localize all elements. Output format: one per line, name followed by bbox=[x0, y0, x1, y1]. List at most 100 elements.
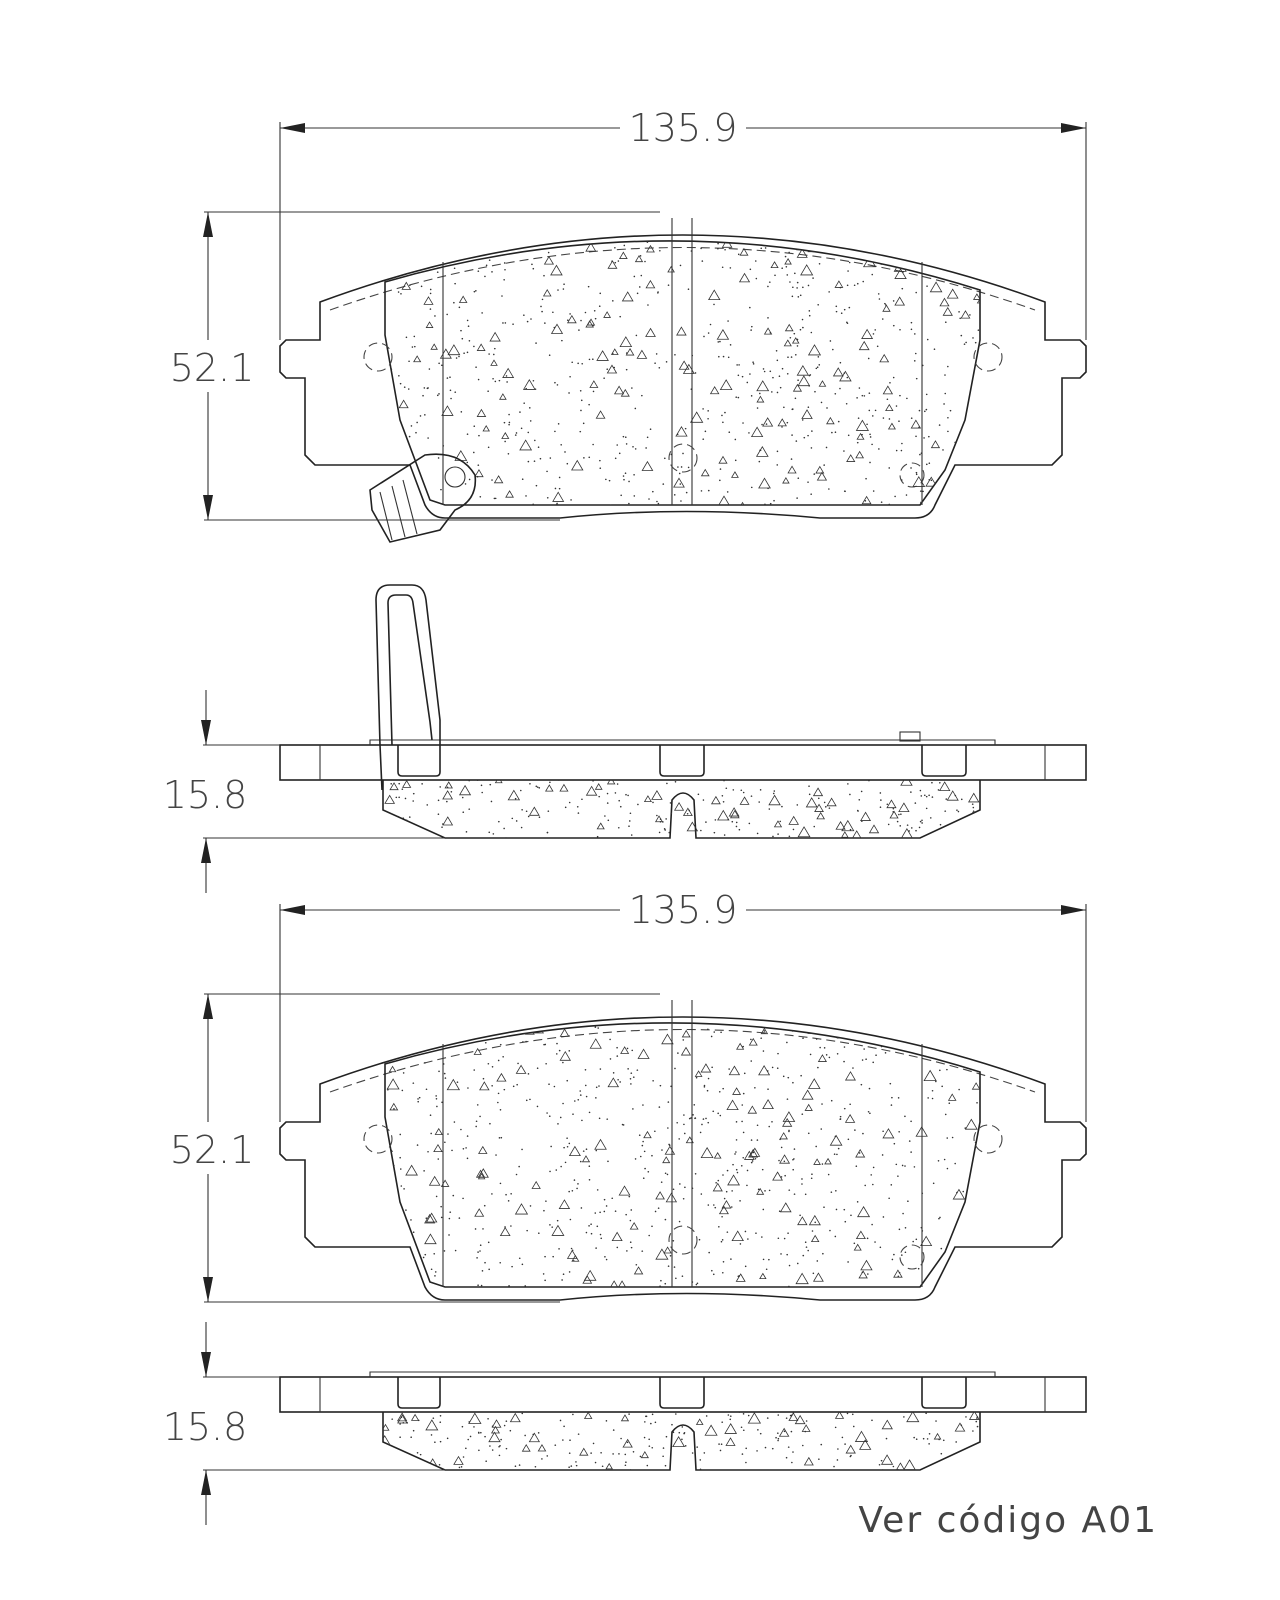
top-view-1: 135.9 52.1 bbox=[170, 106, 1087, 543]
texture-dot bbox=[792, 286, 794, 289]
texture-dot bbox=[746, 381, 749, 384]
texture-dot bbox=[401, 821, 403, 824]
texture-triangle bbox=[860, 811, 872, 821]
texture-dot bbox=[553, 1085, 556, 1088]
texture-dot bbox=[622, 475, 625, 477]
texture-dot bbox=[808, 374, 811, 377]
texture-dot bbox=[478, 434, 480, 437]
texture-dot bbox=[466, 319, 469, 322]
texture-dot bbox=[934, 488, 937, 490]
texture-dot bbox=[759, 449, 762, 452]
texture-dot bbox=[683, 1114, 685, 1116]
texture-triangle bbox=[559, 1050, 572, 1061]
texture-triangle bbox=[739, 247, 749, 256]
texture-triangle bbox=[512, 201, 520, 208]
texture-triangle bbox=[930, 196, 938, 203]
texture-dot bbox=[488, 353, 490, 355]
texture-dot bbox=[576, 1187, 578, 1190]
texture-dot bbox=[664, 1218, 667, 1221]
texture-dot bbox=[877, 293, 880, 295]
texture-dot bbox=[611, 1197, 614, 1200]
texture-dot bbox=[678, 1431, 681, 1434]
texture-dot bbox=[660, 1279, 662, 1282]
texture-dot bbox=[923, 437, 925, 439]
texture-dot bbox=[421, 783, 423, 785]
texture-dot bbox=[732, 789, 735, 791]
texture-dot bbox=[477, 1284, 479, 1287]
texture-dot bbox=[429, 292, 432, 295]
texture-dot bbox=[460, 1466, 463, 1468]
texture-dot bbox=[773, 499, 775, 502]
texture-dot bbox=[871, 443, 873, 446]
texture-dot bbox=[771, 391, 773, 393]
texture-triangle bbox=[686, 821, 699, 832]
texture-dot bbox=[467, 1438, 469, 1441]
texture-dot bbox=[562, 1273, 565, 1276]
texture-dot bbox=[980, 390, 982, 392]
texture-dot bbox=[882, 1130, 884, 1133]
texture-dot bbox=[646, 986, 648, 988]
texture-dot bbox=[405, 240, 407, 242]
texture-dot bbox=[437, 1158, 440, 1160]
texture-dot bbox=[536, 786, 539, 788]
texture-dot bbox=[503, 421, 506, 424]
texture-dot bbox=[443, 1072, 446, 1075]
texture-dot bbox=[629, 812, 632, 815]
texture-dot bbox=[810, 1177, 813, 1180]
texture-dot bbox=[439, 1440, 442, 1443]
texture-dot bbox=[651, 1446, 654, 1449]
texture-dot bbox=[938, 1217, 940, 1220]
texture-dot bbox=[910, 417, 913, 419]
texture-dot bbox=[750, 395, 753, 397]
texture-dot bbox=[503, 1088, 506, 1091]
texture-dot bbox=[508, 423, 510, 426]
texture-triangle bbox=[910, 419, 922, 429]
texture-dot bbox=[867, 199, 869, 201]
texture-triangle bbox=[458, 784, 472, 796]
texture-dot bbox=[756, 1450, 758, 1452]
texture-triangle bbox=[618, 251, 628, 259]
texture-dot bbox=[491, 1085, 493, 1087]
texture-triangle bbox=[537, 222, 546, 229]
texture-dot bbox=[646, 241, 649, 243]
texture-dot bbox=[592, 780, 594, 782]
texture-dot bbox=[757, 229, 759, 231]
texture-dot bbox=[731, 1190, 733, 1192]
texture-dot bbox=[675, 996, 677, 998]
texture-dot bbox=[849, 1103, 851, 1106]
texture-dot bbox=[915, 829, 917, 832]
texture-dot bbox=[852, 1067, 854, 1069]
texture-dot bbox=[707, 1077, 710, 1080]
texture-dot bbox=[802, 286, 804, 289]
texture-dot bbox=[433, 1288, 435, 1290]
texture-dot bbox=[681, 1438, 683, 1441]
texture-dot bbox=[572, 1413, 574, 1416]
texture-dot bbox=[543, 274, 545, 277]
texture-dot bbox=[893, 1253, 895, 1256]
texture-dot bbox=[771, 1447, 774, 1450]
texture-dot bbox=[440, 364, 443, 367]
texture-dot bbox=[607, 1160, 609, 1163]
texture-dot bbox=[559, 1116, 562, 1119]
texture-dot bbox=[714, 1206, 717, 1209]
texture-dot bbox=[392, 988, 394, 990]
texture-dot bbox=[717, 247, 719, 250]
texture-dot bbox=[525, 387, 527, 390]
texture-dot bbox=[784, 1174, 786, 1177]
texture-dot bbox=[671, 215, 673, 217]
texture-triangle bbox=[922, 499, 935, 505]
texture-dot bbox=[904, 1115, 906, 1118]
texture-dot bbox=[594, 317, 597, 320]
texture-dot bbox=[594, 1026, 597, 1028]
texture-dot bbox=[915, 377, 918, 380]
texture-dot bbox=[777, 1439, 779, 1442]
texture-dot bbox=[804, 1241, 807, 1244]
texture-triangle bbox=[383, 1423, 390, 1431]
texture-dot bbox=[383, 1242, 385, 1244]
texture-dot bbox=[881, 1469, 884, 1470]
texture-dot bbox=[843, 1107, 846, 1110]
texture-dot bbox=[562, 1439, 564, 1441]
texture-dot bbox=[938, 424, 941, 426]
texture-dot bbox=[624, 436, 627, 439]
texture-dot bbox=[888, 1197, 890, 1200]
